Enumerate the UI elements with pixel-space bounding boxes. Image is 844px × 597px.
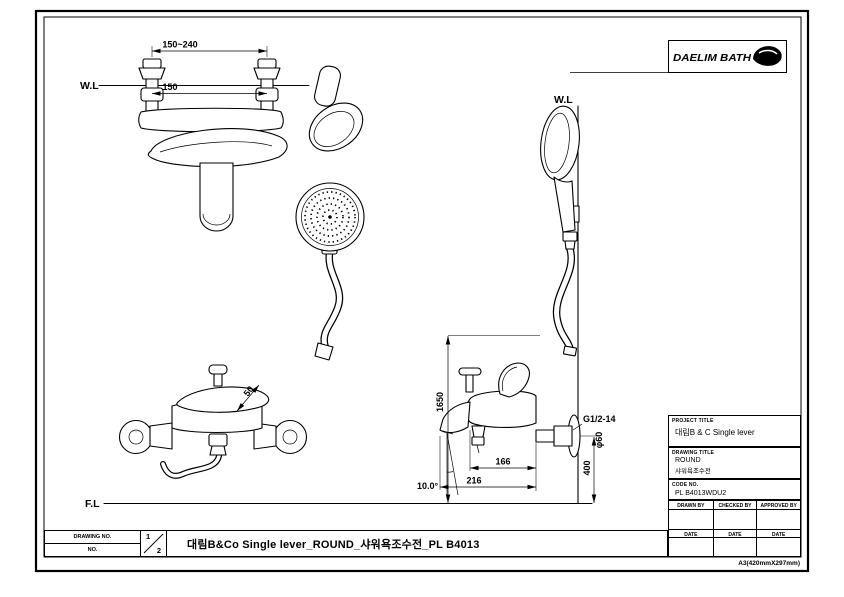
drawing-no-box: DRAWING NO. NO. [45,531,141,556]
project-title-label: PROJECT TITLE [672,418,714,424]
date-cell-2 [712,538,757,556]
drawn-by-cell [669,510,713,529]
wall-line-left-label: W.L [80,80,99,92]
signature-table: DRAWN BY CHECKED BY APPROVED BY DATE DAT… [668,500,801,557]
dim-50: 50 [242,384,256,398]
drawing-title-label: DRAWING TITLE [672,450,715,456]
drawing-title-line2: 샤워욕조수전 [675,468,711,475]
side-view-mixer [439,362,581,458]
date-cell-3 [756,538,800,556]
sheet-current: 1 [146,532,151,541]
approved-by-cell [756,510,800,529]
bottom-title-bar: DRAWING NO. NO. 1 2 대림B&Co Single lever_… [44,530,668,557]
spout-body [199,162,234,232]
date-header-1: DATE [669,529,713,538]
logo-box: DAELIM BATH [668,40,787,73]
drawing-title-box: DRAWING TITLE ROUND 샤워욕조수전 [668,447,801,479]
dim-150: 150 [162,82,177,92]
code-no-box: CODE NO. PL B4013WDU2 [668,479,801,500]
shower-head-face-view [295,182,365,361]
date-cell-1 [669,538,713,556]
sheet-frame [34,9,810,573]
sheet-number-box: 1 2 [141,531,167,556]
floor-line-label: F.L [85,498,100,510]
dim-166: 166 [495,457,510,467]
drawn-by-header: DRAWN BY [669,501,713,510]
dim-400: 400 [582,460,592,475]
front-view-complete [118,364,308,479]
drawing-title-text: 대림B&Co Single lever_ROUND_샤워욕조수전_PL B401… [187,538,480,551]
sheet-total: 2 [156,546,161,555]
sheet-fraction-slash-icon [143,533,164,554]
project-title-box: PROJECT TITLE 대림B & C Single lever [668,415,801,447]
dim-angle: 10.0° [417,481,439,491]
side-lever [498,362,530,398]
brand-logo: DAELIM BATH [673,46,782,66]
drawing-no-label: DRAWING NO. [45,531,140,544]
paper-size-note: A3(420mmX297mm) [738,560,800,567]
checked-by-header: CHECKED BY [712,501,757,510]
checked-by-cell [712,510,757,529]
date-header-3: DATE [756,529,800,538]
no-label: NO. [87,547,98,553]
approved-by-header: APPROVED BY [756,501,800,510]
hand-shower-profile-view [308,65,364,152]
hand-shower-hanging-view [540,105,580,357]
dim-150-240: 150~240 [162,40,197,50]
front-view-mixer [138,58,288,232]
dim-phi60: φ60 [594,432,604,448]
code-no-value: PL B4013WDU2 [675,490,727,497]
logo-swoosh-icon [753,46,782,66]
date-header-2: DATE [712,529,757,538]
thread-spec-label: G1/2-14 [583,414,616,424]
lever-handle [147,128,288,168]
wall-line-right-label: W.L [554,94,573,106]
drawing-title-line1: ROUND [675,457,701,464]
dim-216: 216 [466,476,481,486]
project-title-value: 대림B & C Single lever [675,428,755,437]
dimensions: 150~240 150 50 1650 400 φ60 G1/2-14 166 … [151,40,616,503]
code-no-label: CODE NO. [672,482,699,488]
brand-name: DAELIM BATH [673,53,752,64]
dim-1650: 1650 [435,392,445,412]
